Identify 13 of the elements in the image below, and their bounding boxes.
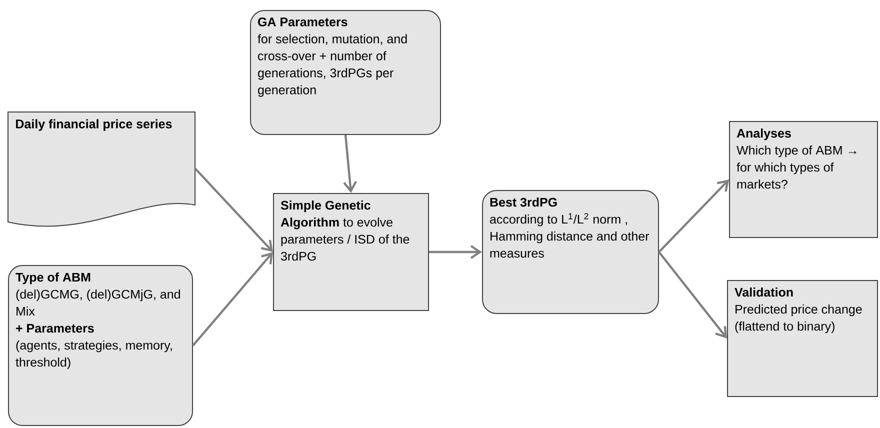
document-box: Daily financial price series	[8, 112, 196, 227]
arrow	[194, 168, 273, 252]
output-box: Validation Predicted price change (flattend to binary)	[727, 280, 878, 397]
arrow	[658, 180, 730, 253]
arrow	[192, 252, 273, 346]
arrow	[658, 251, 728, 338]
result-box: Best 3rdPG according to L$^{1}$/L$^{2}$ norm , Hamming distance and other measures	[482, 190, 659, 314]
parameter-box: GA Parameters for selection, mutation, and cross-over + number of generations, 3rdPGs per generation	[250, 10, 441, 135]
arrow	[343, 134, 357, 193]
input-box: Type of ABM (del)GCMG, (del)GCMjG, and Mix + Parameters (agents, strategies, memory, threshold)	[8, 265, 193, 426]
process-box: Simple Genetic Algorithm to evolve parameters / ISD of the 3rdPG	[273, 193, 429, 311]
arrow	[429, 245, 482, 259]
output-box: Analyses Which type of ABM → for which types of markets?	[729, 121, 878, 238]
